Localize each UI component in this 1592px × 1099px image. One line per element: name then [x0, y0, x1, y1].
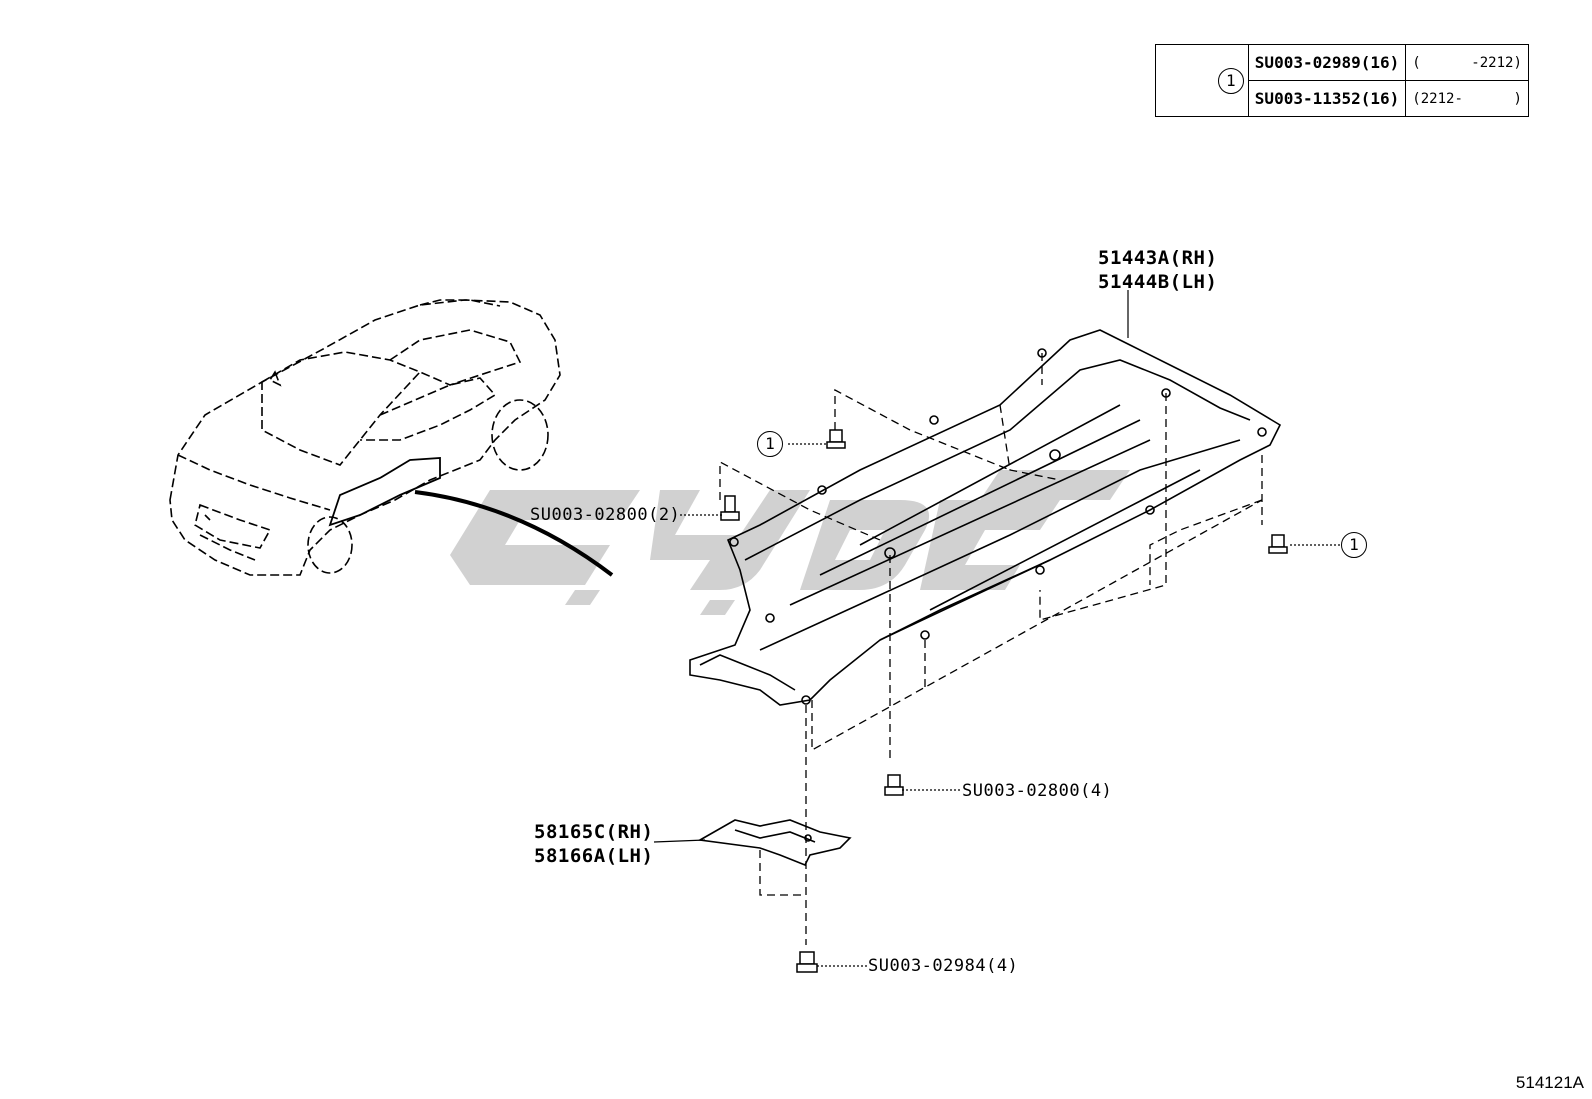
label-cover-main-lh: 51444B(LH)	[1098, 271, 1218, 293]
label-cover-small-rh: 58165C(RH)	[534, 821, 654, 843]
label-clip-lower: SU003-02800(4)	[962, 781, 1113, 801]
date-range: (2212- )	[1405, 80, 1529, 117]
watermark-logo	[450, 470, 1130, 615]
label-clip-bottom: SU003-02984(4)	[868, 956, 1019, 976]
diagram-code: 514121A	[1515, 1073, 1584, 1092]
leader-lines	[653, 290, 1340, 967]
ref-1-right-icon: 1	[1341, 532, 1367, 558]
label-clip-upper: SU003-02800(2)	[530, 505, 681, 525]
small-under-cover	[697, 819, 852, 867]
label-cover-small-lh: 58166A(LH)	[534, 845, 654, 867]
main-under-cover	[689, 329, 1282, 706]
clip-bolts	[720, 429, 1288, 973]
car-leader-line	[414, 490, 614, 577]
parts-legend-table: 1 SU003-02989(16) ( -2212) SU003-11352(1…	[1155, 44, 1529, 117]
table-row: SU003-11352(16) (2212- )	[1156, 80, 1529, 117]
ref-number-icon: 1	[1217, 67, 1244, 94]
table-row: 1 SU003-02989(16) ( -2212)	[1155, 44, 1529, 117]
date-range: ( -2212)	[1405, 44, 1529, 81]
label-cover-main-rh: 51443A(RH)	[1098, 247, 1218, 269]
part-number: SU003-11352(16)	[1247, 80, 1407, 117]
part-number: SU003-02989(16)	[1247, 44, 1407, 81]
car-under-panel	[328, 457, 441, 527]
table-ref-cell: 1	[1155, 44, 1249, 117]
ref-1-left-icon: 1	[757, 431, 783, 457]
car-outline	[169, 299, 561, 576]
dashed-guides	[719, 353, 1263, 945]
